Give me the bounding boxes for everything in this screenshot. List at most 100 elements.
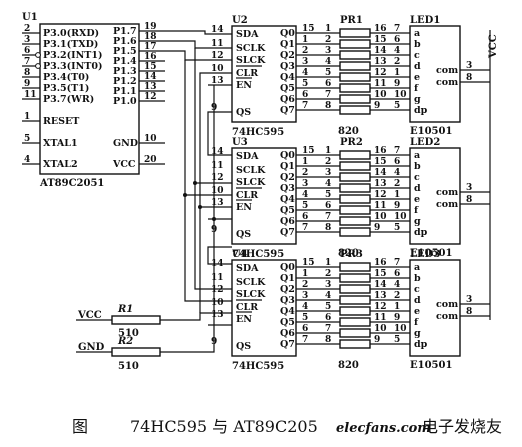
shift-register-pin-label: QS: [236, 229, 251, 240]
led-pin-number: 9: [394, 313, 400, 323]
led-com-number: 8: [466, 73, 472, 83]
led-pin-number: 10: [394, 212, 407, 222]
shift-register-pin-number: 14: [211, 25, 224, 35]
resistor-element: [339, 39, 371, 49]
resistor-element: [339, 216, 371, 226]
resistor-element: [339, 194, 371, 204]
shift-register-output-number: 15: [302, 258, 315, 268]
figure-caption: 图 74HC595 与 AT89C205 elecfans.com 电子发烧友: [72, 417, 502, 436]
junction-dot: [212, 217, 216, 221]
shift-register-output-label: Q4: [280, 72, 295, 83]
inversion-bubble: [35, 63, 41, 69]
mcu-pin-number: 15: [144, 62, 157, 72]
shift-register-output-label: Q1: [280, 161, 295, 172]
led-com-label: com: [436, 187, 458, 198]
shift-register-pin-label: CLR: [236, 190, 258, 201]
shift-register-pin-number: 10: [211, 298, 224, 308]
mcu-pin-number: 10: [144, 134, 157, 144]
junction-dot: [183, 193, 187, 197]
mcu-pin-label: P1.7: [113, 26, 137, 37]
shift-register-output-label: Q2: [280, 284, 295, 295]
shift-register-output-label: Q1: [280, 273, 295, 284]
vcc-rail: VCC: [488, 30, 499, 320]
led-ref: LED3: [410, 249, 440, 260]
gnd-label: GND: [78, 342, 105, 353]
led-segment-label: f: [414, 317, 419, 328]
mcu-body: [39, 23, 140, 175]
led-pin-number: 6: [394, 157, 400, 167]
caption-text: 74HC595 与 AT89C205: [130, 417, 318, 436]
led-segment-label: e: [414, 306, 420, 317]
resistor-array-out-number: 15: [374, 35, 387, 45]
shift-register-output-number: 4: [302, 68, 308, 78]
mcu-pin-label: XTAL1: [43, 138, 78, 149]
led-pin-number: 5: [394, 101, 400, 111]
led-segment-label: dp: [414, 227, 428, 238]
resistor-array-in-number: 3: [325, 46, 331, 56]
resistor-array-in-number: 2: [325, 157, 331, 167]
led-pin-number: 2: [394, 291, 400, 301]
shift-register-ref: U4: [232, 249, 248, 260]
led-segment-label: d: [414, 295, 421, 306]
resistor-array-in-number: 1: [325, 146, 331, 156]
resistor-element: [339, 262, 371, 272]
shift-register-part: 74HC595: [232, 249, 284, 260]
shift-register-output-label: Q6: [280, 94, 295, 105]
shift-register-pin-label: SCLK: [236, 165, 266, 176]
resistor-array-out-number: 15: [374, 269, 387, 279]
shift-register-body: [231, 25, 297, 123]
vcc-rail-label: VCC: [488, 34, 499, 59]
led-segment-label: e: [414, 194, 420, 205]
shift-register-pin-number: 9: [211, 337, 217, 347]
shift-register-pin-number: 11: [211, 39, 224, 49]
resistor-array-in-number: 6: [325, 201, 331, 211]
shift-register-output-label: Q5: [280, 83, 295, 94]
shift-register-output-number: 2: [302, 280, 308, 290]
resistor-element: [339, 94, 371, 104]
resistor-element: [339, 284, 371, 294]
mcu-pin-label: XTAL2: [43, 159, 78, 170]
resistor-element: [339, 61, 371, 71]
shift-register-pin-number: 10: [211, 186, 224, 196]
mcu-pin-number: 2: [24, 24, 30, 34]
resistor-array-part: 820: [338, 360, 359, 371]
mcu-pin-number: 5: [24, 134, 30, 144]
resistor-array-out-number: 16: [374, 24, 387, 34]
led-com-label: com: [436, 65, 458, 76]
shift-register-pin-number: 13: [211, 198, 224, 208]
resistor-array-out-number: 16: [374, 146, 387, 156]
led-segment-label: d: [414, 183, 421, 194]
shift-register-pin-number: 9: [211, 103, 217, 113]
shift-register-pin-label: SLCK: [236, 55, 266, 66]
resistor-array-out-number: 9: [374, 101, 380, 111]
resistor-element: [339, 161, 371, 171]
resistor-element: [339, 105, 371, 115]
resistor-array-ref: PR2: [340, 137, 363, 148]
mcu-pin-label: P3.1(TXD): [43, 39, 98, 50]
shift-register-output-label: Q6: [280, 216, 295, 227]
led-segment-label: dp: [414, 105, 428, 116]
led-segment-label: d: [414, 61, 421, 72]
shift-register-output-number: 1: [302, 269, 308, 279]
led-pin-number: 5: [394, 335, 400, 345]
shift-register-part: 74HC595: [232, 361, 284, 372]
led-segment-label: b: [414, 161, 421, 172]
resistor-array-out-number: 14: [374, 46, 387, 56]
mcu-pin-number: 1: [24, 112, 30, 122]
resistor-array-in-number: 3: [325, 168, 331, 178]
caption-watermark: elecfans.com: [336, 421, 431, 436]
resistor-array-out-number: 10: [374, 90, 387, 100]
resistor-array-part: 820: [338, 126, 359, 137]
led-pin-number: 10: [394, 324, 407, 334]
r2-value: 510: [118, 361, 139, 372]
mcu-pin-label: P3.2(INT1): [43, 50, 102, 61]
junction-dot: [193, 181, 197, 185]
mcu-pin-number: 19: [144, 22, 157, 32]
led-part: E10501: [410, 360, 452, 371]
shift-register-pin-label: SCLK: [236, 43, 266, 54]
mcu-part: AT89C2051: [39, 178, 104, 189]
shift-register-output-number: 1: [302, 35, 308, 45]
shift-register-pin-label: EN: [236, 80, 252, 91]
